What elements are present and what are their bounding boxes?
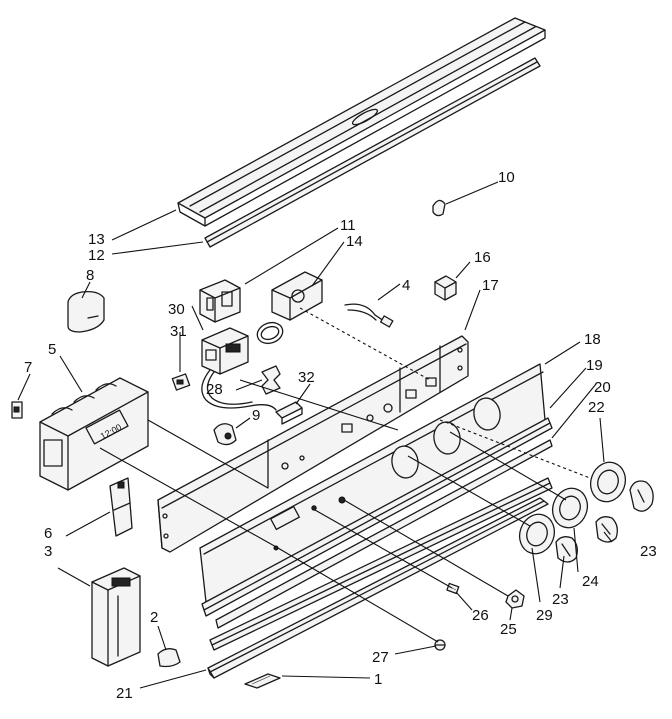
- callout-7: 7: [24, 359, 32, 376]
- callout-13: 13: [88, 231, 105, 248]
- part-31-connector: [171, 373, 191, 391]
- part-trim-lower: [209, 477, 553, 651]
- callout-31: 31: [170, 323, 187, 340]
- part-2-cap: [157, 648, 181, 668]
- part-27-screw: [434, 639, 446, 651]
- part-6-bracket: [109, 477, 133, 537]
- callout-28: 28: [206, 381, 223, 398]
- alignment-line: [314, 509, 453, 589]
- callout-26: 26: [472, 607, 489, 624]
- part-25-nut: [505, 589, 525, 609]
- part-22-bezel: [589, 461, 627, 503]
- wire-harness: [201, 369, 277, 411]
- callout-30: 30: [168, 301, 185, 318]
- callout-18: 18: [584, 331, 601, 348]
- part-21-bottom-trim: [207, 497, 549, 679]
- leader-lines: [17, 181, 613, 689]
- callout-29: 29: [536, 607, 553, 624]
- part-11-switch: [199, 279, 241, 323]
- callout-16: 16: [474, 249, 491, 266]
- alignment-line: [147, 419, 269, 489]
- callout-12: 12: [88, 247, 105, 264]
- part-13-top-trim: [177, 17, 546, 227]
- callout-4: 4: [402, 277, 410, 294]
- callout-25: 25: [500, 621, 517, 638]
- part-23-knob-lower: [555, 536, 578, 563]
- callout-32: 32: [298, 369, 315, 386]
- callout-14: 14: [346, 233, 363, 250]
- callout-10: 10: [498, 169, 515, 186]
- callout-2: 2: [150, 609, 158, 626]
- part-28-terminal: [261, 365, 281, 395]
- callout-labels: 13 12 8 10 11 14 4 16 17 30 31 28 32 9 1…: [24, 169, 657, 702]
- alignment-line: [239, 379, 399, 431]
- callout-22: 22: [588, 399, 605, 416]
- callout-23a: 23: [640, 543, 657, 560]
- callout-1: 1: [374, 671, 382, 688]
- part-ring: [256, 321, 284, 345]
- alignment-line: [449, 431, 567, 501]
- part-8-end-cap: [67, 290, 105, 333]
- part-29-bezel: [518, 513, 556, 555]
- part-4-wire: [344, 303, 394, 328]
- callout-21: 21: [116, 685, 133, 702]
- alignment-line: [277, 547, 439, 643]
- part-20-trim: [215, 439, 553, 629]
- part-10-clip: [432, 199, 446, 217]
- part-30-switch: [201, 327, 249, 375]
- part-26-screw: [446, 582, 460, 595]
- part-23-knob-middle: [595, 516, 618, 543]
- part-3-side-bracket: [91, 567, 141, 667]
- callout-19: 19: [586, 357, 603, 374]
- part-32-clip: [275, 401, 303, 425]
- callout-9: 9: [252, 407, 260, 424]
- alignment-line: [343, 499, 509, 597]
- part-7-clip: [11, 401, 23, 419]
- callout-20: 20: [594, 379, 611, 396]
- callout-8: 8: [86, 267, 94, 284]
- part-12-trim-strip: [204, 57, 541, 248]
- callout-17: 17: [482, 277, 499, 294]
- part-17-bracket-panel: [157, 335, 469, 553]
- wire-harness-2: [206, 371, 253, 405]
- part-23-knob-upper: [629, 480, 654, 512]
- alignment-line: [439, 419, 591, 479]
- callout-11: 11: [340, 217, 356, 234]
- part-1-strip: [244, 673, 281, 689]
- part-24-bezel: [551, 487, 589, 529]
- alignment-line: [299, 307, 431, 381]
- callout-5: 5: [48, 341, 56, 358]
- alignment-line: [99, 447, 279, 549]
- part-19-trim: [201, 417, 553, 617]
- part-16-block: [434, 275, 457, 301]
- alignment-line: [407, 455, 531, 527]
- callout-23b: 23: [552, 591, 569, 608]
- part-9-shaft: [213, 423, 237, 446]
- callout-3: 3: [44, 543, 52, 560]
- part-14-bracket: [271, 271, 323, 321]
- callout-6: 6: [44, 525, 52, 542]
- callout-27: 27: [372, 649, 389, 666]
- callout-24: 24: [582, 573, 599, 590]
- part-5-clock-module: [39, 377, 149, 491]
